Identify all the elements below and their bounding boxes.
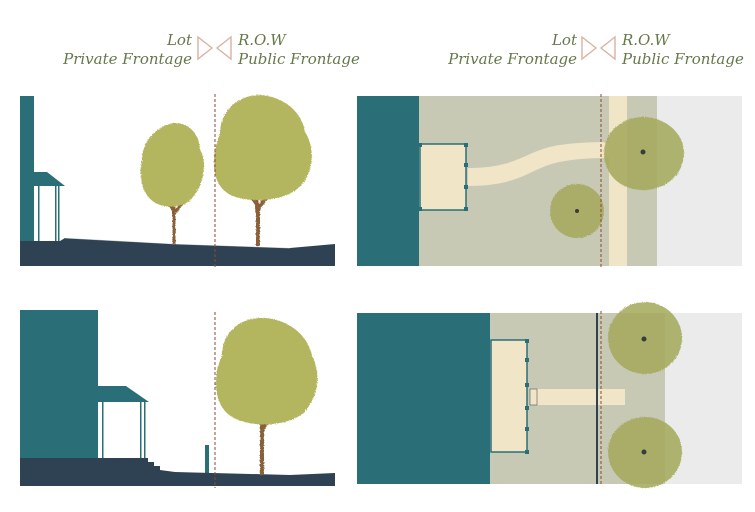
tree-trunk-dot (641, 336, 647, 342)
arrow-left-icon (215, 35, 232, 61)
right-private-frontage-label: Private Frontage (448, 50, 577, 68)
arrow-right-icon (581, 35, 598, 61)
porch-roof (34, 172, 65, 186)
right-divider-arrows (581, 35, 616, 61)
porch-post (102, 402, 104, 458)
building-footprint (357, 96, 419, 266)
left-row-label: R.O.W (238, 31, 286, 49)
plan-bottom-right (357, 302, 742, 488)
right-header-private: Lot Private Frontage (422, 31, 577, 69)
porch-post (144, 402, 146, 458)
steps (529, 388, 538, 406)
front-walkway (468, 142, 620, 186)
porch-columns (525, 339, 529, 454)
building-footprint (357, 313, 490, 484)
tree-trunk-dot (575, 209, 579, 213)
large-tree (213, 95, 312, 246)
street (657, 96, 742, 266)
right-row-label: R.O.W (622, 31, 670, 49)
large-tree (215, 318, 318, 475)
fence-post (205, 445, 209, 473)
right-lot-label: Lot (551, 31, 577, 49)
arrow-right-icon (197, 35, 214, 61)
left-lot-label: Lot (166, 31, 192, 49)
porch-post (55, 186, 57, 241)
porch-columns (418, 143, 468, 211)
porch (419, 143, 467, 211)
porch-post (38, 186, 40, 241)
right-header-public: R.O.W Public Frontage (622, 31, 752, 69)
porch-roof (98, 386, 149, 402)
front-walkway (530, 389, 625, 405)
left-private-frontage-label: Private Frontage (63, 50, 192, 68)
tree-trunk-dot (641, 449, 647, 455)
left-header-public: R.O.W Public Frontage (238, 31, 368, 69)
ground (20, 458, 335, 486)
building-wall (20, 310, 98, 458)
left-divider-arrows (197, 35, 232, 61)
porch-post (140, 402, 142, 458)
porch (490, 339, 528, 453)
left-header-private: Lot Private Frontage (40, 31, 192, 69)
section-bottom-left (20, 310, 335, 488)
tree-trunk-dot (640, 149, 646, 155)
plan-top-right (357, 94, 742, 268)
small-tree (140, 122, 205, 244)
arrow-left-icon (599, 35, 616, 61)
right-public-frontage-label: Public Frontage (622, 50, 744, 68)
section-top-left (20, 94, 335, 268)
building-wall (20, 96, 34, 241)
ground (20, 238, 335, 266)
left-public-frontage-label: Public Frontage (238, 50, 360, 68)
porch-post (58, 186, 60, 241)
